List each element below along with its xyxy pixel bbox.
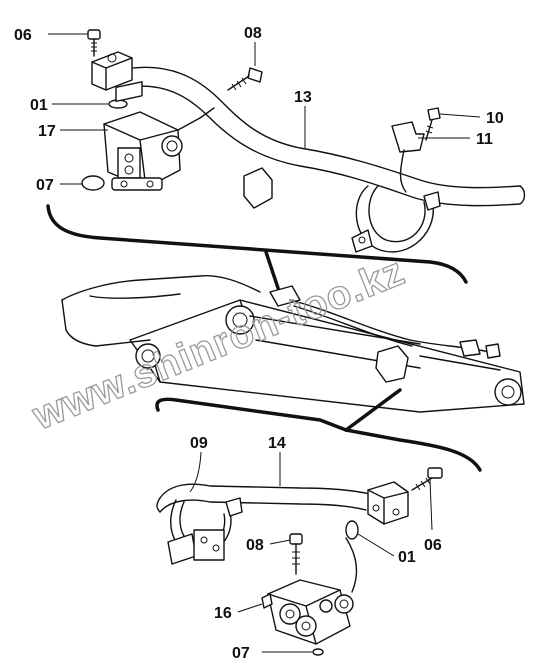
label-10: 10 xyxy=(486,110,504,127)
valve-16 xyxy=(261,579,354,645)
pipe-clamp-top xyxy=(351,185,441,253)
label-11: 11 xyxy=(476,131,493,148)
pipe-13 xyxy=(119,66,526,207)
label-09: 09 xyxy=(190,435,208,452)
excavator-arm xyxy=(61,274,525,413)
label-17: 17 xyxy=(38,123,56,140)
bolt-08-top xyxy=(227,67,263,91)
bracket-11 xyxy=(391,121,425,193)
screw-06-bottom xyxy=(411,467,443,491)
bottom-labels: 09 14 08 06 01 16 07 xyxy=(190,435,442,662)
screw-06-top xyxy=(87,29,101,57)
clamp-09 xyxy=(167,497,243,565)
pipe-end-block-bottom xyxy=(367,481,409,525)
label-07-bottom: 07 xyxy=(232,645,250,662)
label-07-top: 07 xyxy=(36,177,54,194)
washer-block xyxy=(243,167,273,209)
label-01-top: 01 xyxy=(30,97,48,114)
valve-17 xyxy=(103,81,215,191)
callout-bracket-bottom xyxy=(155,388,482,472)
oring-01-bottom xyxy=(345,520,359,540)
callout-bracket-top xyxy=(46,204,468,290)
label-14: 14 xyxy=(268,435,286,452)
top-labels: 06 08 01 17 07 13 10 11 xyxy=(14,25,504,194)
label-01-bottom: 01 xyxy=(398,549,416,566)
label-08-top: 08 xyxy=(244,25,262,42)
oring-07-top xyxy=(81,175,105,191)
oring-07-bottom xyxy=(312,648,324,656)
bolt-08-bottom xyxy=(289,533,303,575)
top-assembly xyxy=(81,29,526,253)
label-06-top: 06 xyxy=(14,27,32,44)
label-13: 13 xyxy=(294,89,312,106)
pipe-end-block-top xyxy=(91,51,133,91)
leader-lines xyxy=(48,33,481,653)
bottom-assembly xyxy=(156,467,443,656)
label-16: 16 xyxy=(214,605,232,622)
label-06-bottom: 06 xyxy=(424,537,442,554)
pipe-14 xyxy=(156,483,371,513)
bolt-10 xyxy=(425,107,441,141)
label-08-bottom: 08 xyxy=(246,537,264,554)
pipe-link-bottom xyxy=(345,537,358,593)
